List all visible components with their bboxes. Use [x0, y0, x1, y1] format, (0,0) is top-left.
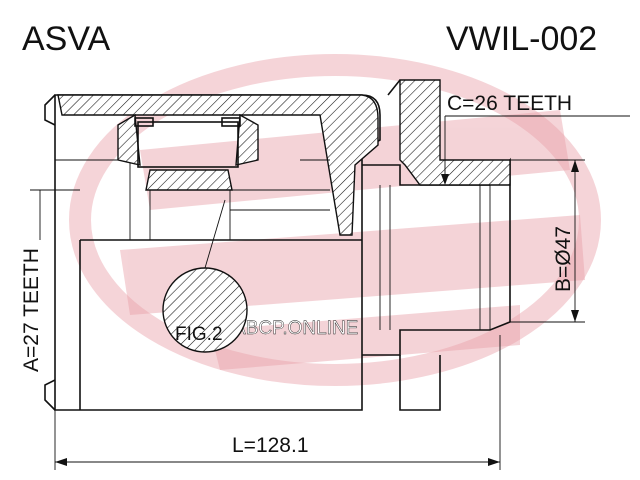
dim-shaft-teeth: A=27 TEETH — [20, 189, 80, 372]
length-label: L=128.1 — [232, 434, 309, 457]
tripod-bearing — [117, 113, 259, 191]
joint-housing — [44, 79, 511, 411]
dim-outer-diameter: B=Ø47 — [510, 159, 585, 323]
dim-length: L=128.1 — [54, 335, 501, 470]
outer-diameter-label: B=Ø47 — [552, 226, 575, 292]
brand-title: ASVA — [22, 20, 111, 58]
dim-inner-teeth: C=26 TEETH — [441, 92, 630, 185]
inner-teeth-label: C=26 TEETH — [447, 92, 572, 115]
shaft-teeth-label: A=27 TEETH — [20, 248, 43, 372]
detail-figure: FIG.2 — [162, 199, 248, 353]
detail-label: FIG.2 — [175, 324, 223, 345]
watermark-logo-ring — [69, 54, 601, 386]
part-number: VWIL-002 — [446, 20, 597, 58]
